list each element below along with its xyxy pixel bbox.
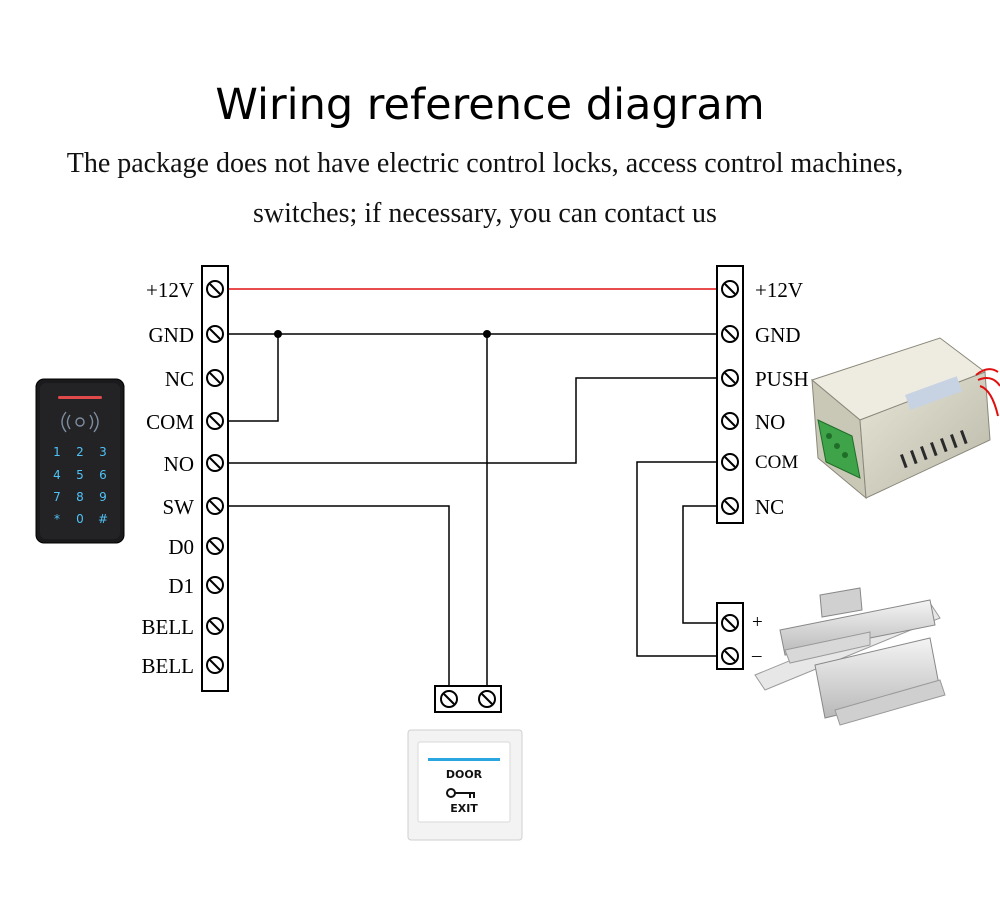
reader-terminal-labels: +12V GND NC COM NO SW D0 D1 BELL BELL [142, 278, 195, 678]
reader-label-no: NO [164, 452, 194, 476]
screw-icon [721, 647, 739, 665]
screw-icon [721, 280, 739, 298]
screw-icon [206, 497, 224, 515]
screw-icon [721, 614, 739, 632]
svg-text:2: 2 [76, 445, 84, 459]
exit-led-icon [428, 758, 500, 761]
reader-terminal-block [201, 265, 229, 692]
magnetic-lock [754, 587, 946, 726]
svg-text:*: * [54, 512, 60, 526]
subtitle-line-1: The package does not have electric contr… [66, 148, 904, 179]
svg-text:8: 8 [76, 490, 84, 504]
reader-label-bell-2: BELL [142, 654, 195, 678]
screw-icon [206, 576, 224, 594]
screw-icon [206, 369, 224, 387]
keypad-keys: 1 2 3 4 5 6 7 8 9 * 0 # [53, 445, 108, 526]
power-label-no: NO [755, 410, 785, 434]
reader-label-sw: SW [163, 495, 195, 519]
exit-terminal-block [434, 685, 502, 713]
exit-button: DOOR EXIT [407, 729, 523, 841]
reader-label-nc: NC [165, 367, 194, 391]
keypad-reader: 1 2 3 4 5 6 7 8 9 * 0 # [35, 378, 125, 544]
screw-icon [721, 453, 739, 471]
status-led-icon [58, 396, 102, 399]
subtitle-line-2: switches; if necessary, you can contact … [253, 198, 717, 229]
screw-icon [206, 454, 224, 472]
reader-label-d1: D1 [168, 574, 194, 598]
screw-icon [440, 690, 458, 708]
screw-icon [206, 537, 224, 555]
screw-icon [721, 369, 739, 387]
junction-gnd-1 [274, 330, 282, 338]
lock-label-plus: + [752, 612, 763, 633]
power-label-push: PUSH [755, 367, 809, 391]
power-label-12v: +12V [755, 278, 803, 302]
screw-icon [206, 656, 224, 674]
wires [222, 288, 722, 698]
screw-icon [721, 412, 739, 430]
power-label-gnd: GND [755, 323, 801, 347]
svg-text:9: 9 [99, 490, 107, 504]
wire-sw-to-exit [222, 505, 450, 698]
svg-text:#: # [98, 512, 108, 526]
svg-text:7: 7 [53, 490, 61, 504]
reader-label-12v: +12V [146, 278, 194, 302]
red-wires-icon [975, 368, 1000, 417]
wire-com-to-gnd [222, 334, 279, 422]
exit-label-door: DOOR [446, 768, 483, 781]
screw-icon [721, 325, 739, 343]
page-title: Wiring reference diagram [215, 80, 765, 130]
wire-com-to-lock-minus [636, 461, 722, 657]
svg-text:4: 4 [53, 468, 61, 482]
exit-label-exit: EXIT [450, 802, 478, 815]
screw-icon [478, 690, 496, 708]
lock-label-minus: – [751, 645, 762, 666]
lock-terminal-block: + – [716, 602, 763, 670]
screw-icon [206, 412, 224, 430]
screw-icon [721, 497, 739, 515]
svg-text:3: 3 [99, 445, 107, 459]
reader-label-gnd: GND [149, 323, 195, 347]
svg-text:0: 0 [76, 512, 84, 526]
reader-label-d0: D0 [168, 535, 194, 559]
screw-icon [206, 325, 224, 343]
screw-icon [206, 280, 224, 298]
green-terminal-icon [817, 419, 861, 479]
rfid-icon [61, 411, 99, 433]
power-supply-unit [810, 337, 1000, 500]
power-terminal-block [716, 265, 744, 524]
svg-text:6: 6 [99, 468, 107, 482]
key-icon [446, 788, 475, 798]
label-plate-icon [905, 376, 963, 411]
lock-bracket-icon [819, 587, 863, 618]
wire-nc-to-lock-plus [682, 505, 722, 624]
svg-text:5: 5 [76, 468, 84, 482]
power-label-nc: NC [755, 495, 784, 519]
svg-text:1: 1 [53, 445, 61, 459]
reader-label-com: COM [146, 410, 194, 434]
reader-label-bell-1: BELL [142, 615, 195, 639]
wire-no-to-push [222, 377, 722, 464]
power-label-com: COM [755, 452, 798, 473]
vent-icon [900, 429, 968, 469]
screw-icon [206, 617, 224, 635]
power-terminal-labels: +12V GND PUSH NO COM NC [755, 278, 809, 519]
